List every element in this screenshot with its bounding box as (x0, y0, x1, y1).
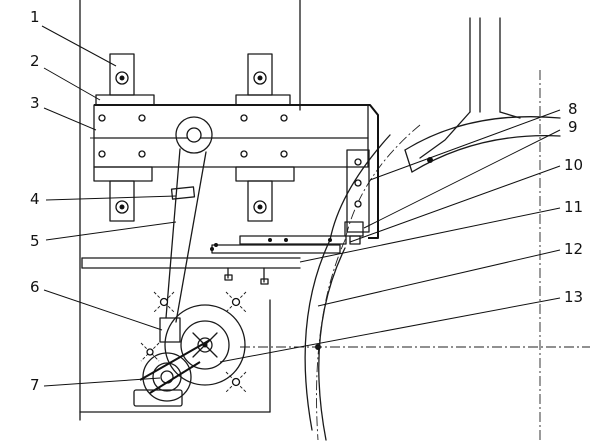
callout-2: 2 (30, 52, 40, 70)
frame-lines (79, 0, 301, 421)
leader-12 (317, 249, 561, 307)
callout-5: 5 (30, 232, 40, 250)
leader-13 (219, 297, 561, 363)
callout-4: 4 (30, 190, 40, 208)
leader-7 (43, 377, 161, 387)
callout-12: 12 (564, 240, 583, 258)
clamp-bracket (93, 94, 379, 239)
callout-1: 1 (30, 8, 40, 26)
leader-lines (41, 25, 561, 387)
leader-10 (349, 165, 561, 243)
lower-tabs (109, 180, 273, 222)
leader-8 (369, 109, 561, 181)
callout-7: 7 (30, 376, 40, 394)
drive-disk (164, 304, 246, 386)
callout-8: 8 (568, 100, 578, 118)
callout-labels: 1 2 3 4 5 6 7 8 9 10 11 12 13 (30, 8, 583, 394)
side-plate (344, 149, 370, 245)
curved-guide (304, 116, 561, 441)
duct-top (419, 17, 521, 159)
callout-13: 13 (564, 288, 583, 306)
leader-2 (43, 67, 101, 101)
callout-6: 6 (30, 278, 40, 296)
leader-3 (43, 107, 97, 131)
callout-9: 9 (568, 118, 578, 136)
leader-5 (45, 221, 177, 241)
bolt-crosses (140, 291, 247, 393)
upper-tabs (109, 53, 273, 96)
callout-10: 10 (564, 156, 583, 174)
link-bars (210, 235, 347, 285)
leader-11 (299, 207, 561, 263)
callout-11: 11 (564, 198, 583, 216)
callout-3: 3 (30, 94, 40, 112)
leader-4 (45, 195, 177, 201)
crank-wheel (133, 339, 211, 407)
connecting-rod (159, 116, 213, 343)
leader-9 (363, 129, 561, 229)
leader-1 (41, 25, 117, 67)
leader-6 (43, 289, 163, 331)
